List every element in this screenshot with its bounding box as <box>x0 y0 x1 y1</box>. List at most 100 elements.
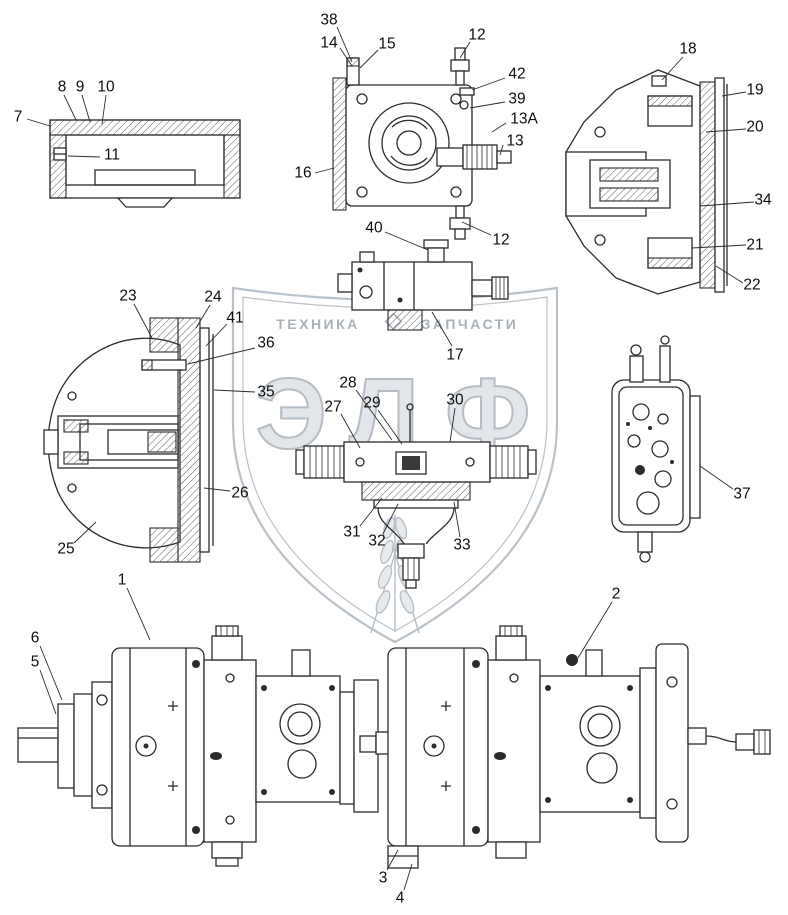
callout-42: 42 <box>508 66 525 83</box>
leader-line-29 <box>377 409 403 445</box>
right-solenoid-knurl <box>489 445 529 479</box>
callout-23: 23 <box>119 288 136 305</box>
leader-line-31 <box>359 497 383 527</box>
callout-10: 10 <box>97 79 115 96</box>
callout-31: 31 <box>343 524 360 541</box>
view-flange-section <box>565 69 728 295</box>
callout-19: 19 <box>746 82 763 99</box>
leader-line-24 <box>195 304 211 329</box>
leader-line-4 <box>403 863 413 891</box>
leader-line-38 <box>336 26 353 63</box>
callout-34: 34 <box>754 192 772 209</box>
leader-line-19 <box>721 91 747 97</box>
leader-line-13 <box>499 144 504 156</box>
callout-2: 2 <box>612 586 621 603</box>
view-valve-assembly <box>337 239 509 331</box>
callout-38: 38 <box>320 12 337 29</box>
leader-line-40 <box>384 231 429 251</box>
leader-line-39 <box>469 101 506 109</box>
leader-line-2 <box>577 601 613 659</box>
callout-14: 14 <box>320 35 338 52</box>
leader-line-37 <box>699 465 734 490</box>
leader-line-27 <box>340 413 361 449</box>
left-solenoid-knurl <box>303 445 345 479</box>
callout-3: 3 <box>379 870 388 887</box>
callout-40: 40 <box>365 220 383 237</box>
leader-line-9 <box>81 94 91 123</box>
leader-line-1 <box>126 587 151 641</box>
callout-13A: 13A <box>510 111 538 128</box>
view-solenoid-valve <box>295 403 537 589</box>
callout-30: 30 <box>446 392 464 409</box>
callout-8: 8 <box>58 79 67 96</box>
callout-41: 41 <box>226 310 243 327</box>
callout-33: 33 <box>453 537 470 554</box>
leader-line-35 <box>213 389 256 393</box>
callout-25: 25 <box>57 541 74 558</box>
callout-13: 13 <box>506 133 523 150</box>
callout-20: 20 <box>746 119 764 136</box>
view-port-plate <box>611 335 701 563</box>
callout-27: 27 <box>324 399 341 416</box>
callout-7: 7 <box>14 109 23 126</box>
callout-32: 32 <box>368 533 385 550</box>
leader-line-26 <box>203 487 231 492</box>
callout-36: 36 <box>257 335 274 352</box>
callout-18: 18 <box>679 41 696 58</box>
callout-22: 22 <box>743 277 760 294</box>
leader-line-8 <box>63 94 77 121</box>
view-cover-section <box>49 119 241 208</box>
callout-5: 5 <box>31 654 40 671</box>
callout-4: 4 <box>396 890 405 907</box>
leader-line-14 <box>339 47 353 67</box>
leader-line-32 <box>382 503 399 535</box>
callout-24: 24 <box>204 289 222 306</box>
callout-26: 26 <box>231 485 248 502</box>
leader-line-25 <box>73 521 97 544</box>
callout-12: 12 <box>492 232 509 249</box>
leader-line-6 <box>39 645 63 701</box>
watermark-brand-right: ЗАПЧАСТИ <box>422 316 519 332</box>
leader-line-36 <box>187 347 256 365</box>
leader-line-42 <box>471 77 506 91</box>
callout-9: 9 <box>76 79 85 96</box>
valve-knurl <box>491 276 509 300</box>
leader-line-3 <box>386 849 399 871</box>
callout-39: 39 <box>508 91 525 108</box>
leader-line-22 <box>715 265 744 284</box>
leader-line-15 <box>359 49 379 69</box>
leader-line-21 <box>691 244 747 249</box>
view-pump-rear <box>332 47 512 240</box>
leader-line-20 <box>705 128 747 133</box>
leader-line-10 <box>101 94 107 125</box>
leader-line-30 <box>449 407 456 443</box>
view-housing-section <box>43 317 214 563</box>
callout-6: 6 <box>31 630 40 647</box>
callout-11: 11 <box>104 147 120 164</box>
callout-29: 29 <box>363 395 380 412</box>
leader-line-12 <box>459 41 471 59</box>
view-pump-assembly <box>17 625 771 869</box>
callout-1: 1 <box>118 572 127 589</box>
callout-28: 28 <box>339 375 356 392</box>
leader-line-16 <box>314 167 335 174</box>
callout-15: 15 <box>378 36 395 53</box>
callout-17: 17 <box>446 347 463 364</box>
leader-line-5 <box>39 669 57 715</box>
solenoid-knurl <box>462 144 498 170</box>
leader-line-18 <box>661 56 684 81</box>
leader-line-33 <box>453 501 461 538</box>
callout-35: 35 <box>257 384 274 401</box>
top-valve-knurl-right <box>499 625 523 637</box>
top-valve-knurl-left <box>215 625 239 637</box>
leader-line-13A <box>491 122 507 133</box>
leader-line-28 <box>355 389 393 441</box>
leader-line-17 <box>431 311 453 347</box>
callout-37: 37 <box>733 486 750 503</box>
callout-21: 21 <box>746 237 763 254</box>
leader-line-41 <box>205 323 228 347</box>
leader-line-11 <box>67 155 101 158</box>
